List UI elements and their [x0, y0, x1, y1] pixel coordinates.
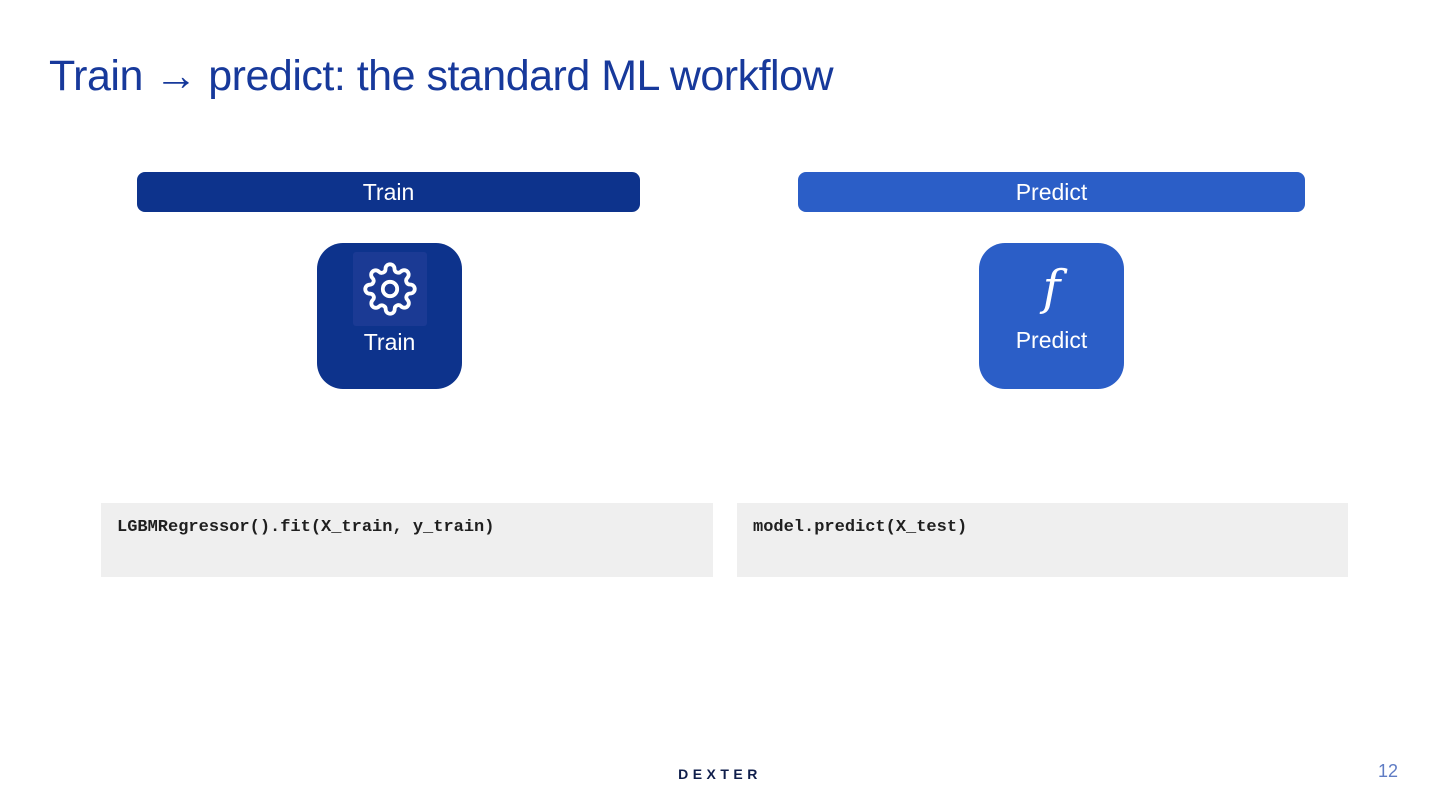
train-card-label: Train: [363, 329, 416, 355]
predict-card-label: Predict: [1015, 327, 1088, 353]
predict-stage-bar: Predict: [798, 172, 1305, 212]
gear-icon: [352, 252, 427, 326]
function-f-icon: f: [1042, 260, 1061, 316]
predict-code-snippet: model.predict(X_test): [737, 503, 1348, 577]
train-stage-bar: Train: [137, 172, 640, 212]
train-card: Train: [317, 243, 462, 389]
train-stage-label: Train: [362, 178, 415, 205]
dexter-logo: DEXTER: [678, 766, 762, 782]
page-title: Train → predict: the standard ML workflo…: [49, 52, 834, 100]
train-code-snippet: LGBMRegressor().fit(X_train, y_train): [101, 503, 713, 577]
page-number: 12: [1378, 761, 1399, 781]
predict-stage-label: Predict: [1015, 178, 1088, 205]
predict-card: f Predict: [979, 243, 1124, 389]
